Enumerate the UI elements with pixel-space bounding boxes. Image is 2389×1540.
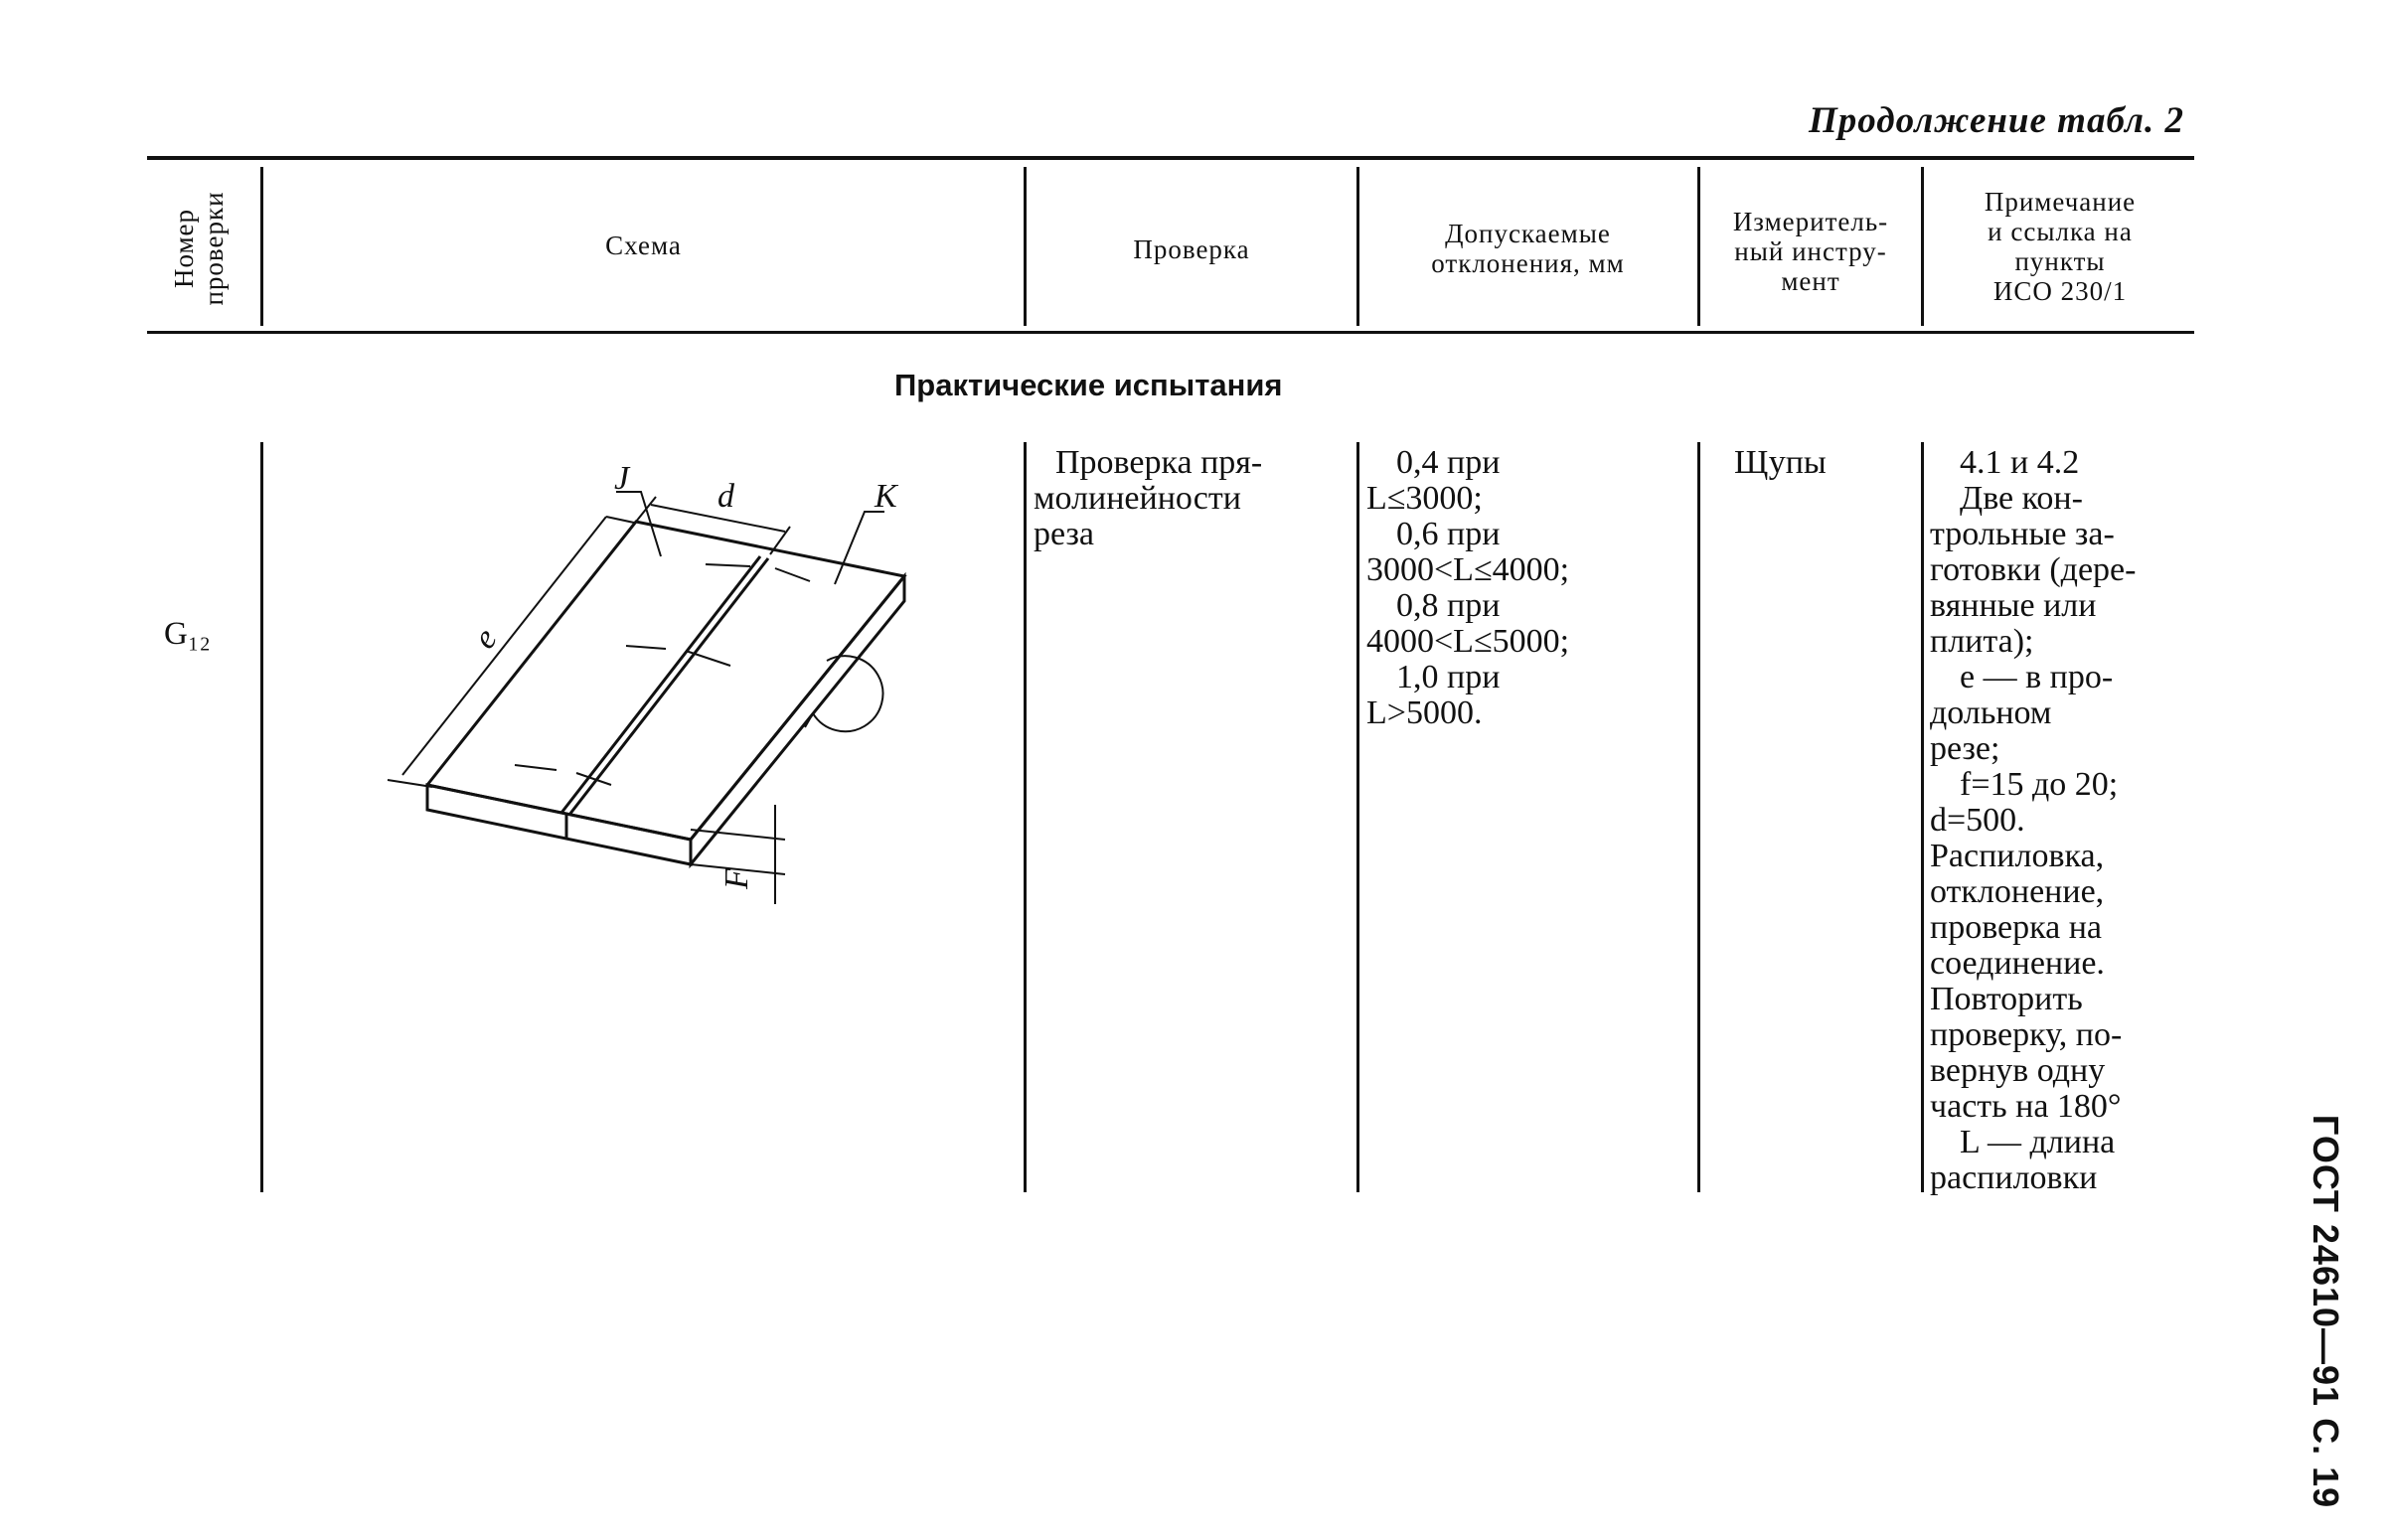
body-divider-2 xyxy=(1024,442,1027,1192)
check-number: G₁₂ xyxy=(164,616,211,652)
dim-d-ext-2 xyxy=(769,526,791,555)
body-divider-3 xyxy=(1356,442,1359,1192)
instrument-value: Щупы xyxy=(1734,444,1827,481)
header-tolerances: Допускаемые отклонения, мм xyxy=(1361,219,1694,278)
table-top-rule xyxy=(147,156,2194,160)
header-tolerances-line-2: отклонения, мм xyxy=(1431,248,1625,278)
header-tolerances-line-1: Допускаемые xyxy=(1445,219,1611,248)
tolerance-line-8: L>5000. xyxy=(1366,694,1483,731)
note-line-21: распиловки xyxy=(1930,1159,2098,1196)
note-text: 4.1 и 4.2 Две кон- трольные за- готовки … xyxy=(1930,445,2198,1196)
standard-page-label: ГОСТ 24610—91 С. 19 xyxy=(2286,1103,2365,1520)
header-number-line-1: Номер xyxy=(169,208,199,289)
header-number: Номер проверки xyxy=(169,154,239,343)
note-line-10: f=15 до 20; xyxy=(1960,766,2119,803)
dim-f-ext-1 xyxy=(690,829,786,841)
note-line-2: Две кон- xyxy=(1960,480,2083,517)
check-line-3: реза xyxy=(1034,516,1095,552)
label-f: F xyxy=(718,867,755,890)
body-divider-4 xyxy=(1697,442,1700,1192)
header-instrument-line-2: ный инстру- xyxy=(1734,236,1887,266)
rotation-arrow xyxy=(804,712,814,728)
body-divider-5 xyxy=(1921,442,1924,1192)
dim-d-line xyxy=(650,504,786,533)
scheme-drawing: J d K e F xyxy=(387,460,907,904)
leader-j xyxy=(616,491,662,557)
tolerance-line-2: L≤3000; xyxy=(1366,480,1483,517)
note-line-8: дольном xyxy=(1930,694,2052,731)
section-title: Практические испытания xyxy=(894,368,1283,402)
check-description: Проверка пря- молинейности реза xyxy=(1034,445,1352,552)
dim-e-line xyxy=(401,516,607,776)
header-instrument-line-1: Измеритель- xyxy=(1732,207,1889,236)
gap-arrow-top-2 xyxy=(774,567,811,582)
header-divider-4 xyxy=(1697,167,1700,326)
label-d: d xyxy=(717,478,735,515)
table-continuation-caption: Продолжение табл. 2 xyxy=(1809,100,2184,141)
header-scheme: Схема xyxy=(605,231,682,260)
body-divider-1 xyxy=(260,442,263,1192)
gap-arrow-low-1 xyxy=(514,764,557,771)
header-divider-3 xyxy=(1356,167,1359,326)
tolerance-line-4: 3000<L≤4000; xyxy=(1366,551,1570,588)
header-instrument: Измеритель- ный инстру- мент xyxy=(1701,207,1920,296)
note-line-17: проверку, по- xyxy=(1930,1016,2123,1053)
note-line-1: 4.1 и 4.2 xyxy=(1960,444,2080,481)
note-line-18: вернув одну xyxy=(1930,1052,2106,1089)
tolerance-line-6: 4000<L≤5000; xyxy=(1366,623,1570,660)
header-check: Проверка xyxy=(1133,234,1250,264)
board-right-face xyxy=(689,571,906,869)
cut-line-2 xyxy=(567,557,770,816)
gap-arrow-mid-1 xyxy=(625,645,667,650)
note-line-19: часть на 180° xyxy=(1930,1088,2122,1125)
note-line-20: L — длина xyxy=(1960,1124,2116,1160)
header-note-line-2: и ссылка на xyxy=(1988,217,2133,246)
header-divider-2 xyxy=(1024,167,1027,326)
header-number-line-2: проверки xyxy=(199,191,229,306)
dim-e-ext-2 xyxy=(605,516,635,524)
tolerance-line-1: 0,4 при xyxy=(1396,444,1501,481)
tolerance-values: 0,4 при L≤3000; 0,6 при 3000<L≤4000; 0,8… xyxy=(1366,445,1694,731)
header-divider-5 xyxy=(1921,167,1924,326)
leader-k xyxy=(834,511,884,585)
rotation-arc xyxy=(812,655,884,733)
board-top-face xyxy=(424,520,907,842)
cut-line-1 xyxy=(559,555,762,814)
header-note-line-4: ИСО 230/1 xyxy=(1992,276,2128,306)
note-line-3: трольные за- xyxy=(1930,516,2115,552)
note-line-9: резе; xyxy=(1930,730,2000,767)
board-front-face xyxy=(425,783,693,866)
note-line-4: готовки (дере- xyxy=(1930,551,2137,588)
label-k: K xyxy=(874,478,899,515)
table-header-bottom-rule xyxy=(147,331,2194,334)
label-j: J xyxy=(614,460,631,497)
note-line-13: отклонение, xyxy=(1930,873,2105,910)
header-note-line-3: пункты xyxy=(2014,246,2106,276)
note-line-7: e — в про- xyxy=(1960,659,2114,695)
gap-arrow-top-1 xyxy=(705,563,751,567)
label-e: e xyxy=(466,621,504,656)
standard-page-label-text: ГОСТ 24610—91 С. 19 xyxy=(2306,1114,2346,1509)
note-line-15: соединение. xyxy=(1930,945,2105,982)
note-line-11: d=500. xyxy=(1930,802,2025,839)
note-line-16: Повторить xyxy=(1930,981,2083,1017)
header-note: Примечание и ссылка на пункты ИСО 230/1 xyxy=(1926,187,2194,306)
dim-f-ext-2 xyxy=(690,863,786,875)
dim-e-ext-1 xyxy=(387,779,433,788)
header-note-line-1: Примечание xyxy=(1984,187,2137,217)
tolerance-line-5: 0,8 при xyxy=(1396,587,1501,624)
tolerance-line-3: 0,6 при xyxy=(1396,516,1501,552)
note-line-6: плита); xyxy=(1930,623,2034,660)
gap-arrow-low-2 xyxy=(575,772,612,786)
header-divider-1 xyxy=(260,167,263,326)
note-line-12: Распиловка, xyxy=(1930,838,2105,874)
note-line-5: вянные или xyxy=(1930,587,2097,624)
gap-arrow-mid-2 xyxy=(685,650,731,667)
tolerance-line-7: 1,0 при xyxy=(1396,659,1501,695)
header-instrument-line-3: мент xyxy=(1781,266,1840,296)
check-line-1: Проверка пря- xyxy=(1055,444,1263,481)
note-line-14: проверка на xyxy=(1930,909,2103,946)
check-line-2: молинейности xyxy=(1034,480,1241,517)
